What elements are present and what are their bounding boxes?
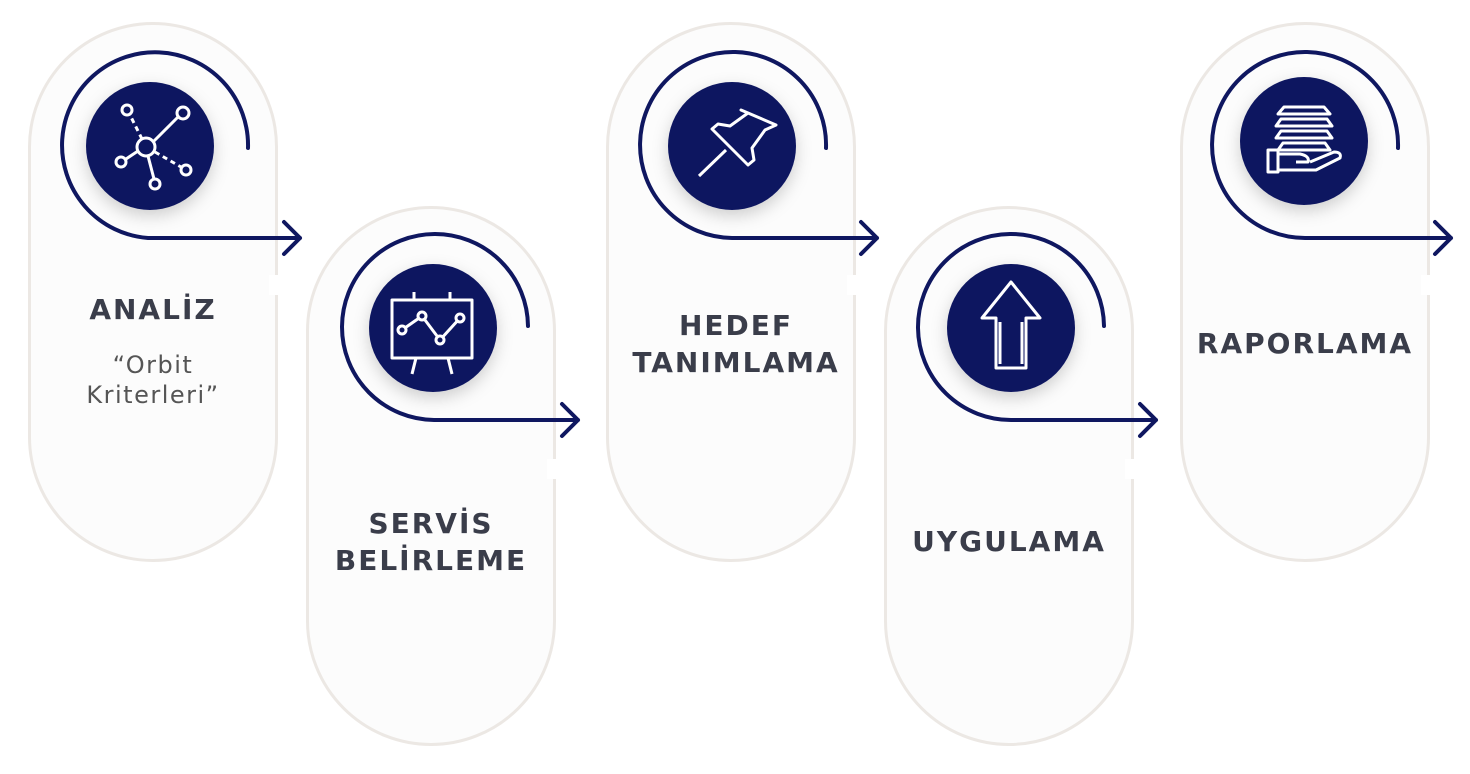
step-raporlama-icon-bg bbox=[1240, 77, 1368, 205]
step-analiz-subtitle-line2: Kriterleri” bbox=[86, 381, 220, 409]
step-servis-icon-bg bbox=[369, 264, 497, 392]
step-hedef-title-line2: TANIMLAMA bbox=[632, 346, 840, 379]
step-analiz-icon-bg bbox=[86, 82, 214, 210]
step-uygulama-title: UYGULAMA bbox=[912, 525, 1106, 558]
step-analiz-arrow bbox=[60, 50, 302, 256]
step-uygulama-icon-bg bbox=[947, 264, 1075, 392]
step-servis-title-line1: SERVİS bbox=[368, 507, 494, 540]
step-raporlama-title: RAPORLAMA bbox=[1196, 327, 1414, 360]
step-hedef-icon-bg bbox=[668, 82, 796, 210]
step-hedef-arrow bbox=[638, 50, 879, 256]
step-servis-title-line2: BELİRLEME bbox=[334, 544, 528, 577]
step-analiz-title: ANALİZ bbox=[89, 293, 217, 326]
step-uygulama-arrow bbox=[916, 232, 1158, 438]
presentation-chart-icon bbox=[390, 292, 474, 375]
step-analiz-subtitle-line1: “Orbit bbox=[112, 351, 194, 379]
step-hedef-title-line1: HEDEF bbox=[678, 309, 794, 342]
up-arrow-icon bbox=[980, 280, 1042, 370]
step-uygulama-card bbox=[884, 206, 1137, 746]
network-icon bbox=[114, 103, 193, 191]
hand-documents-icon bbox=[1266, 105, 1342, 174]
step-servis-arrow bbox=[340, 232, 580, 438]
pushpin-icon bbox=[697, 108, 778, 178]
step-raporlama-arrow bbox=[1210, 50, 1453, 256]
